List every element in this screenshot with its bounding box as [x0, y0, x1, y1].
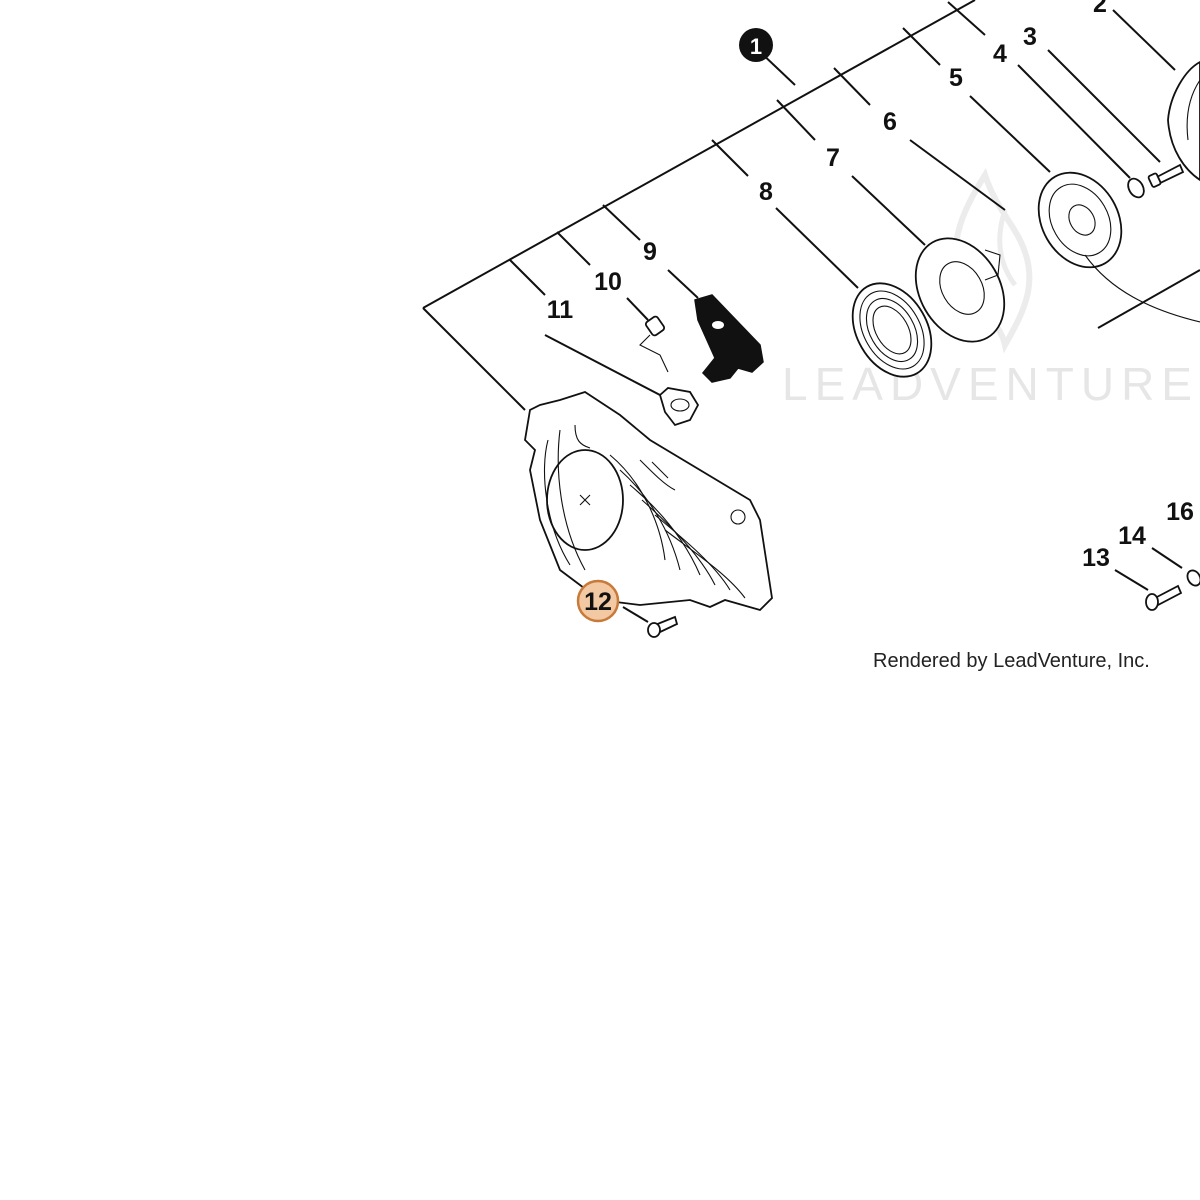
starter-housing-part	[524, 391, 773, 612]
assembly-bracket	[422, 0, 986, 411]
callout-label[interactable]: 11	[547, 296, 574, 324]
rope-pulley-part	[1037, 171, 1200, 323]
callout-label[interactable]: 3	[1023, 23, 1037, 51]
washer-14-part	[1186, 569, 1200, 587]
callout-label[interactable]: 10	[594, 268, 622, 296]
right-bracket	[1097, 269, 1200, 329]
callout-label[interactable]: 14	[1118, 522, 1146, 550]
assembly-badge[interactable]: 1	[739, 28, 773, 62]
spring-housing-part	[914, 237, 1006, 343]
callout-label[interactable]: 8	[759, 178, 773, 206]
starter-handle-part	[694, 294, 764, 383]
washer-4-part	[1127, 177, 1145, 199]
screw-3-part	[1147, 163, 1185, 188]
rewind-spring-part	[851, 282, 933, 378]
cover-2-part	[1167, 60, 1200, 182]
assembly-badge-label: 1	[750, 34, 762, 59]
callout-label[interactable]: 9	[643, 238, 657, 266]
leader-lines	[544, 9, 1183, 623]
callout-label: 12	[584, 588, 612, 616]
credit-text: Rendered by LeadVenture, Inc.	[873, 650, 1150, 672]
callout-label[interactable]: 2	[1093, 0, 1107, 18]
screw-12-part	[647, 615, 679, 638]
callout-label[interactable]: 6	[883, 108, 897, 136]
callout-label[interactable]: 4	[993, 40, 1007, 68]
screw-10-part	[639, 315, 669, 373]
grommet-part	[658, 387, 700, 427]
callout-label[interactable]: 16	[1166, 498, 1194, 526]
screw-13-part	[1145, 584, 1183, 611]
watermark-text: LEADVENTURE	[782, 358, 1199, 410]
callout-label[interactable]: 5	[949, 64, 963, 92]
callout-label[interactable]: 13	[1082, 544, 1110, 572]
highlighted-callout[interactable]: 12	[576, 579, 620, 623]
callout-label[interactable]: 7	[826, 144, 840, 172]
